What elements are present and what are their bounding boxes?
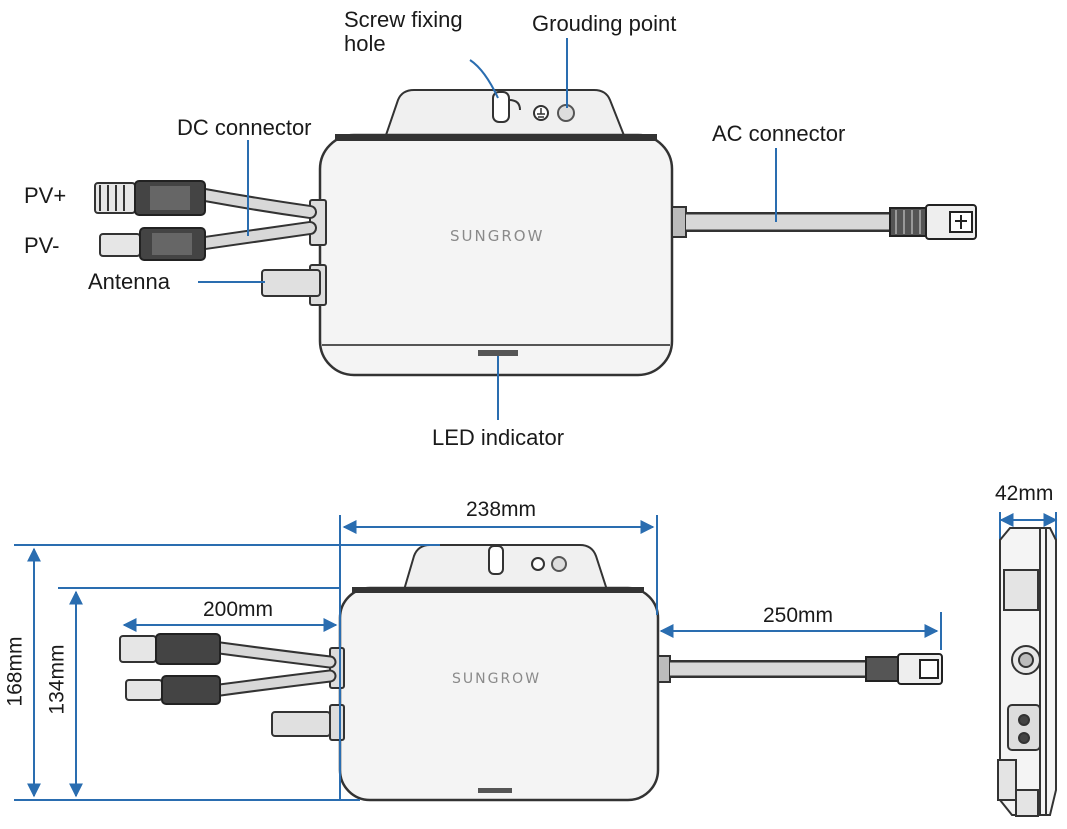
dim-body-height: 134mm [45,644,69,715]
top-view [94,38,977,420]
dim-ac-cable: 250mm [763,604,834,627]
led-indicator [478,350,518,356]
label-grounding-point: Grouding point [532,11,677,36]
label-pv-plus: PV+ [24,183,67,208]
dim-dc-cable: 200mm [203,598,274,621]
inverter-body [318,133,674,377]
label-led-indicator: LED indicator [432,425,565,450]
label-pv-minus: PV- [24,233,60,258]
dim-body-width: 238mm [466,498,537,521]
label-dc-connector: DC connector [177,115,312,140]
dimension-lines [14,512,1058,801]
bottom-view [14,512,1058,802]
screw-fixing-hole [492,91,510,123]
dim-depth: 42mm [995,482,1054,505]
antenna [261,269,321,297]
leader-lines [198,38,777,420]
ac-connector-plug [889,204,977,240]
pv-plus-connector [94,180,206,216]
inverter-body-dimensioned [338,586,660,802]
label-antenna: Antenna [88,269,170,294]
label-screw-fixing-hole: Screw fixing hole [344,7,463,57]
side-view [997,527,1057,817]
dim-total-height: 168mm [3,636,27,707]
pv-minus-connector [99,227,206,261]
brand-logo-top: SUNGROW [450,227,545,245]
brand-logo-bottom: SUNGROW [452,671,542,687]
label-ac-connector: AC connector [712,121,846,146]
